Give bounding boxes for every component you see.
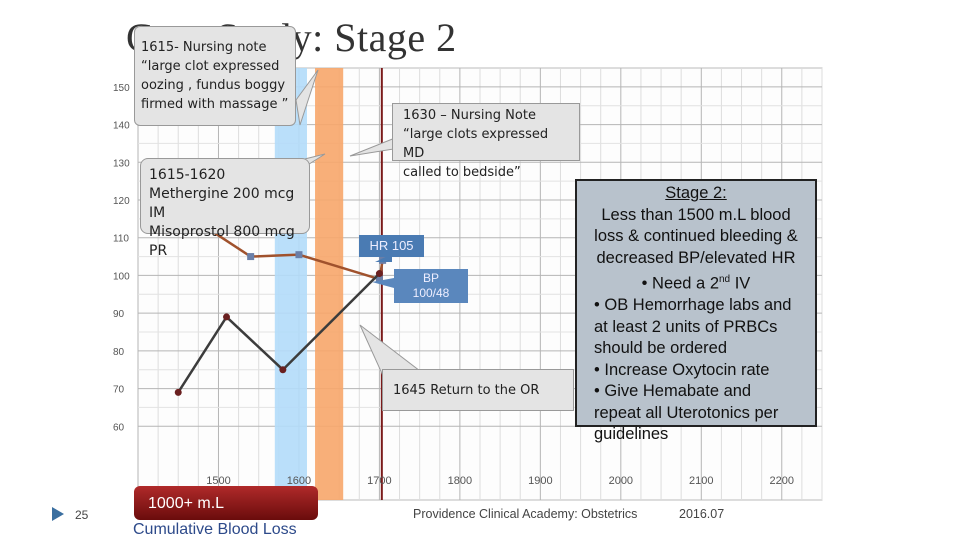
footer-text: Providence Clinical Academy: Obstetrics (413, 507, 638, 521)
note-line: 1630 – Nursing Note (403, 108, 536, 123)
y-tick-label: 120 (113, 196, 130, 207)
blood-loss-box (134, 486, 318, 520)
data-point (247, 253, 255, 261)
y-tick-label: 60 (113, 422, 125, 433)
x-tick-label: 2000 (609, 475, 633, 487)
stage2-line: Less than 1500 m.L blood (601, 205, 791, 224)
stage2-bullet-labs: should be ordered (594, 339, 728, 357)
y-tick-label: 70 (113, 385, 125, 396)
stage2-bullet-hemabate: repeat all Uterotonics per (594, 403, 779, 422)
bp-label-value: 100/48 (412, 286, 450, 300)
x-tick-label: 1600 (287, 475, 311, 487)
stage2-bullet-labs: at least 2 units of PRBCs (594, 317, 778, 336)
bp-pointer (372, 278, 394, 288)
note-line: “large clots expressed MD (403, 127, 549, 161)
x-tick-label: 1800 (448, 475, 472, 487)
data-point (223, 313, 231, 321)
note-line: oozing , fundus boggy (141, 78, 286, 93)
note-line: Misoprostol 800 mcg PR (149, 224, 295, 259)
stage2-box (575, 179, 817, 427)
bp-label: BP 100/48 (394, 269, 468, 303)
y-tick-label: 150 (113, 83, 130, 94)
nursing-note-1630: 1630 – Nursing Note “large clots express… (392, 103, 580, 180)
x-tick-label: 2200 (770, 475, 794, 487)
y-tick-label: 110 (113, 234, 129, 245)
hr-label: HR 105 (359, 235, 424, 257)
bullet-sup: nd (719, 274, 731, 285)
x-tick-label: 1900 (528, 475, 552, 487)
bullet-text: • Need a 2 (641, 274, 719, 293)
note-line: called to bedside” (403, 165, 521, 180)
stage2-heading: Stage 2: (665, 184, 727, 202)
note-line: “large clot expressed (141, 59, 280, 74)
y-tick-label: 90 (113, 309, 125, 320)
data-point (279, 366, 287, 374)
nursing-note-1615: 1615- Nursing note “large clot expressed… (134, 26, 296, 126)
time-band (274, 68, 307, 500)
footer-date: 2016.07 (679, 507, 725, 521)
bp-label-line: BP (422, 271, 439, 285)
data-point (375, 270, 383, 278)
stage2-text: Stage 2: Less than 1500 m.L blood loss &… (578, 183, 814, 446)
data-point (295, 251, 303, 259)
note-line: Methergine 200 mcg IM (149, 186, 295, 221)
bullet-text: IV (730, 274, 751, 293)
blood-loss-value: 1000+ m.L (148, 495, 225, 512)
data-point (174, 388, 182, 396)
slide-arrow-icon (52, 507, 64, 521)
y-tick-label: 130 (113, 158, 130, 169)
stage2-line: loss & continued bleeding & (594, 227, 798, 245)
stage2-bullet-iv: • Need a 2nd IV (578, 269, 814, 295)
slide-number: 25 (75, 508, 89, 522)
medication-note: 1615-1620 Methergine 200 mcg IM Misopros… (140, 158, 310, 259)
stage2-line: decreased BP/elevated HR (596, 248, 796, 267)
blood-loss-label: Cumulative Blood Loss (133, 521, 297, 538)
stage2-bullet-hemabate: • Give Hemabate and (594, 382, 752, 400)
y-tick-label: 140 (113, 121, 130, 132)
y-tick-label: 100 (113, 271, 130, 282)
stage2-bullet-oxytocin: • Increase Oxytocin rate (594, 360, 770, 379)
note1-pointer (295, 69, 319, 126)
stage2-bullet-labs: • OB Hemorrhage labs and (594, 296, 792, 314)
data-point (375, 275, 383, 283)
series-line-2 (177, 272, 381, 394)
x-tick-label: 1700 (367, 475, 391, 487)
or-return-note: 1645 Return to the OR (382, 369, 574, 411)
note-line: 1615- Nursing note (141, 40, 267, 55)
time-band (315, 68, 344, 500)
y-tick-label: 80 (113, 347, 125, 358)
x-tick-label: 2100 (689, 475, 713, 487)
x-tick-label: 1500 (206, 475, 230, 487)
note-line: 1615-1620 (149, 167, 226, 183)
stage2-bullet-hemabate: guidelines (594, 425, 669, 443)
note-line: firmed with massage ” (141, 97, 289, 112)
